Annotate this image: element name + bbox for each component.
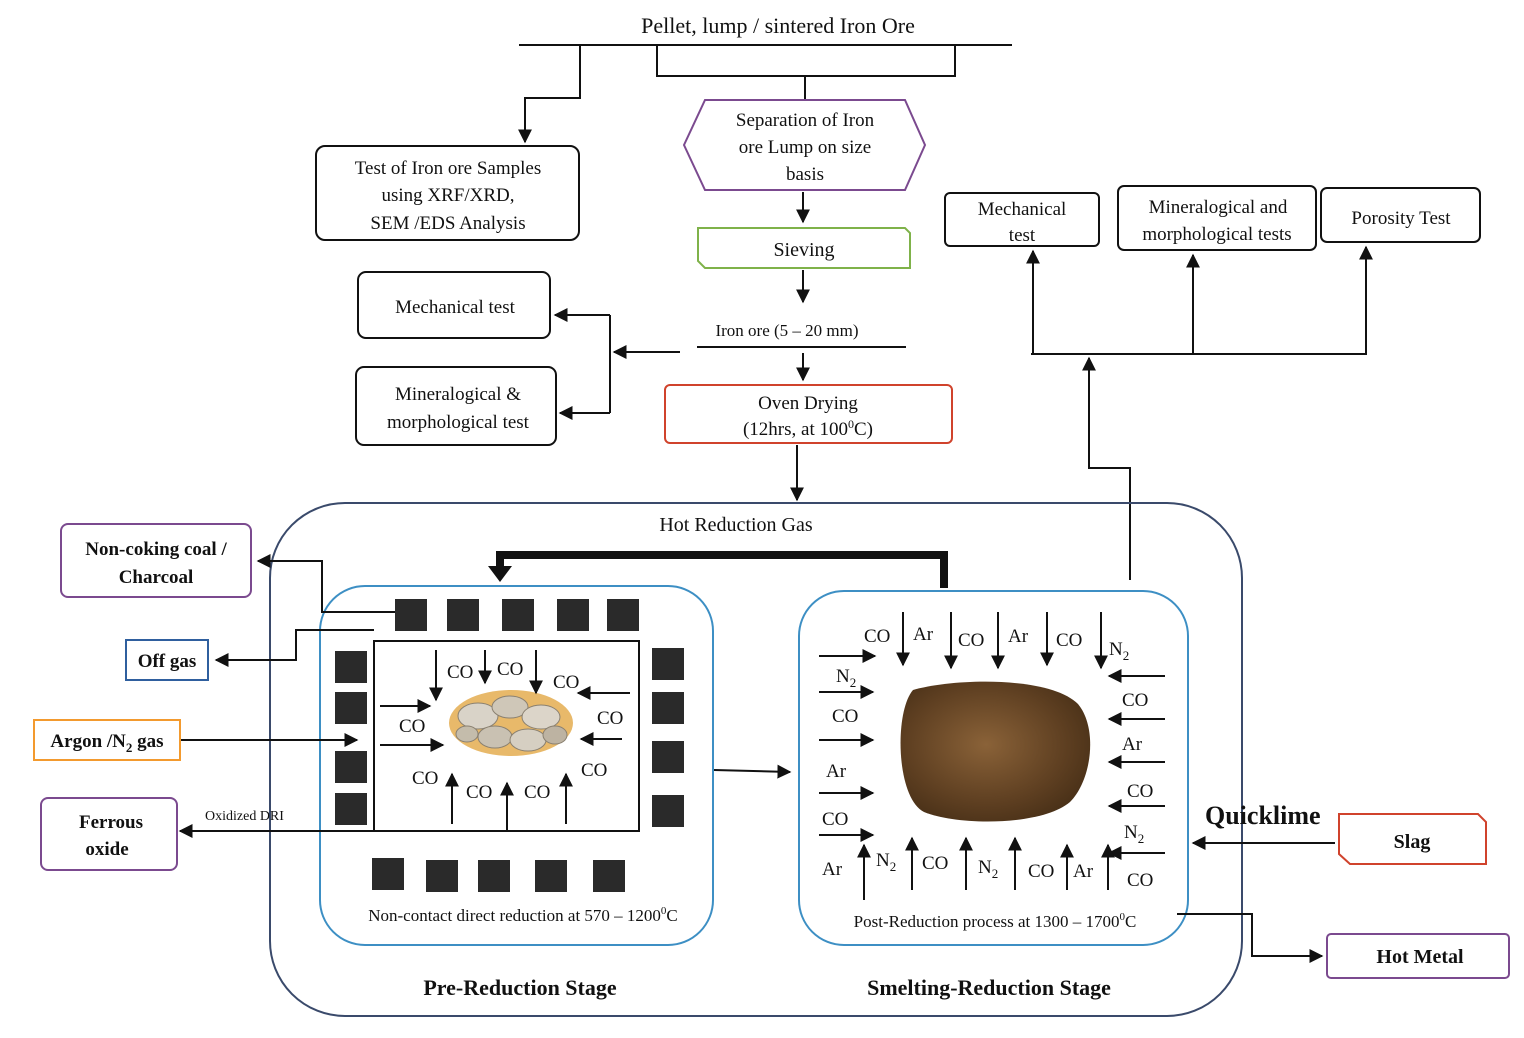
smelt-gas-label: N2: [836, 666, 856, 690]
quicklime-label: Quicklime: [1205, 801, 1321, 830]
offgas-box: Off gas: [125, 639, 209, 681]
mechanical-test-left-box: Mechanical test: [357, 271, 551, 339]
smelt-gas-label: CO: [1056, 630, 1082, 651]
smelting-caption: Post-Reduction process at 1300 – 17000C: [854, 911, 1137, 931]
separation-line-2: ore Lump on size: [739, 137, 871, 158]
smelt-gas-label: Ar: [1122, 734, 1143, 755]
smelt-gas-label: CO: [832, 706, 858, 727]
separation-line-1: Separation of Iron: [736, 110, 875, 131]
ferrous-line-2: oxide: [85, 839, 128, 860]
smelt-gas-label: Ar: [822, 859, 843, 880]
oxidized-dri-label: Oxidized DRI: [205, 809, 284, 824]
smelt-gas-label: CO: [958, 630, 984, 651]
hot-gas-arrowhead: [488, 566, 512, 582]
mechanical-test-left-label: Mechanical test: [395, 297, 515, 318]
coal-line-2: Charcoal: [119, 567, 194, 588]
pre-gas-label: CO: [447, 662, 473, 683]
pre-reduction-caption: Non-contact direct reduction at 570 – 12…: [368, 905, 678, 925]
smelt-gas-label: Ar: [1073, 861, 1094, 882]
pre-gas-label: CO: [412, 768, 438, 789]
coal-blocks: [335, 599, 684, 892]
ferrous-oxide-box: Ferrous oxide: [40, 797, 178, 871]
hot-reduction-gas-label: Hot Reduction Gas: [659, 514, 813, 536]
mineralogical-test-left-box: Mineralogical & morphological test: [355, 366, 557, 446]
slag-label: Slag: [1394, 831, 1431, 853]
test-samples-line-1: Test of Iron ore Samples: [355, 158, 542, 179]
mineralogical-left-line-1: Mineralogical &: [395, 384, 521, 405]
smelt-gas-label: CO: [1028, 861, 1054, 882]
smelt-gas-label: CO: [1127, 870, 1153, 891]
arrow-up-to-tests: [1082, 356, 1131, 580]
coal-box: Non-coking coal / Charcoal: [60, 523, 252, 598]
reactor-outer-boundary: [269, 502, 1243, 1017]
sieving-label: Sieving: [773, 239, 834, 261]
pre-gas-label: CO: [399, 716, 425, 737]
pre-gas-label: CO: [524, 782, 550, 803]
smelt-gas-label: CO: [1122, 690, 1148, 711]
slag-box: Slag: [1338, 813, 1487, 865]
molten-ore-image: [900, 681, 1091, 822]
argon-box: Argon /N2 gas: [33, 719, 181, 761]
smelt-gas-label: CO: [1127, 781, 1153, 802]
pre-gas-label: CO: [553, 672, 579, 693]
oven-line-1: Oven Drying: [758, 393, 858, 414]
test-samples-box: Test of Iron ore Samples using XRF/XRD, …: [315, 145, 580, 241]
smelting-gas-labels: CO Ar CO Ar CO N2 N2 CO Ar CO CO Ar CO N…: [822, 624, 1153, 891]
iron-ore-lumps-image: [449, 690, 573, 756]
smelting-stage-title: Smelting-Reduction Stage: [867, 975, 1111, 1000]
mineralogical-right-line-1: Mineralogical and: [1149, 197, 1288, 218]
pre-reduction-stage-title: Pre-Reduction Stage: [423, 975, 617, 1000]
arrow-to-coal: [256, 554, 395, 613]
smelting-gas-arrows: [819, 612, 1165, 900]
top-bracket: [656, 45, 956, 77]
mechanical-right-line-1: Mechanical: [978, 199, 1067, 220]
smelt-gas-label: N2: [978, 857, 998, 881]
hot-gas-recycle-line: [496, 551, 948, 588]
hot-metal-box: Hot Metal: [1326, 933, 1510, 979]
smelt-gas-label: CO: [864, 626, 890, 647]
oven-drying-box: Oven Drying (12hrs, at 1000C): [664, 384, 953, 444]
smelt-gas-label: CO: [922, 853, 948, 874]
mineralogical-right-box: Mineralogical and morphological tests: [1117, 185, 1317, 251]
mechanical-right-line-2: test: [1009, 225, 1036, 246]
sieving-box: Sieving: [697, 227, 911, 269]
test-samples-line-2: using XRF/XRD,: [381, 185, 514, 206]
oven-line-2: (12hrs, at 1000C): [743, 417, 873, 440]
smelt-gas-label: Ar: [1008, 626, 1029, 647]
mechanical-test-right-box: Mechanical test: [944, 192, 1100, 247]
arrow-to-hot-metal: [1177, 913, 1324, 963]
ferrous-line-1: Ferrous: [79, 812, 143, 833]
smelt-gas-label: N2: [876, 850, 896, 874]
pre-gas-label: CO: [581, 760, 607, 781]
smelt-gas-label: CO: [822, 809, 848, 830]
pre-gas-label: CO: [466, 782, 492, 803]
pre-gas-label: CO: [497, 659, 523, 680]
coal-line-1: Non-coking coal /: [85, 539, 227, 560]
smelt-gas-label: N2: [1124, 822, 1144, 846]
main-title: Pellet, lump / sintered Iron Ore: [641, 13, 915, 38]
argon-label: Argon /N2 gas: [50, 731, 163, 755]
arrow-to-offgas: [214, 629, 374, 667]
porosity-label: Porosity Test: [1351, 208, 1451, 229]
iron-ore-size-label: Iron ore (5 – 20 mm): [715, 321, 858, 340]
smelt-gas-label: N2: [1109, 639, 1129, 663]
test-samples-line-3: SEM /EDS Analysis: [370, 213, 525, 234]
mineralogical-left-line-2: morphological test: [387, 412, 530, 433]
pre-reduction-gas-arrows: [380, 650, 630, 832]
pre-gas-label: CO: [597, 708, 623, 729]
offgas-label: Off gas: [138, 651, 197, 672]
smelt-gas-label: Ar: [826, 761, 847, 782]
mineralogical-right-line-2: morphological tests: [1142, 224, 1291, 245]
smelt-gas-label: Ar: [913, 624, 934, 645]
porosity-test-box: Porosity Test: [1320, 187, 1481, 243]
separation-hexagon: Separation of Iron ore Lump on size basi…: [682, 99, 927, 191]
arrow-pre-to-smelting: [713, 764, 792, 779]
hot-metal-label: Hot Metal: [1376, 946, 1464, 968]
separation-line-3: basis: [786, 164, 824, 185]
pre-reduction-gas-labels: CO CO CO CO CO CO CO CO CO: [399, 659, 623, 803]
arrow-to-test-samples: [518, 45, 581, 144]
